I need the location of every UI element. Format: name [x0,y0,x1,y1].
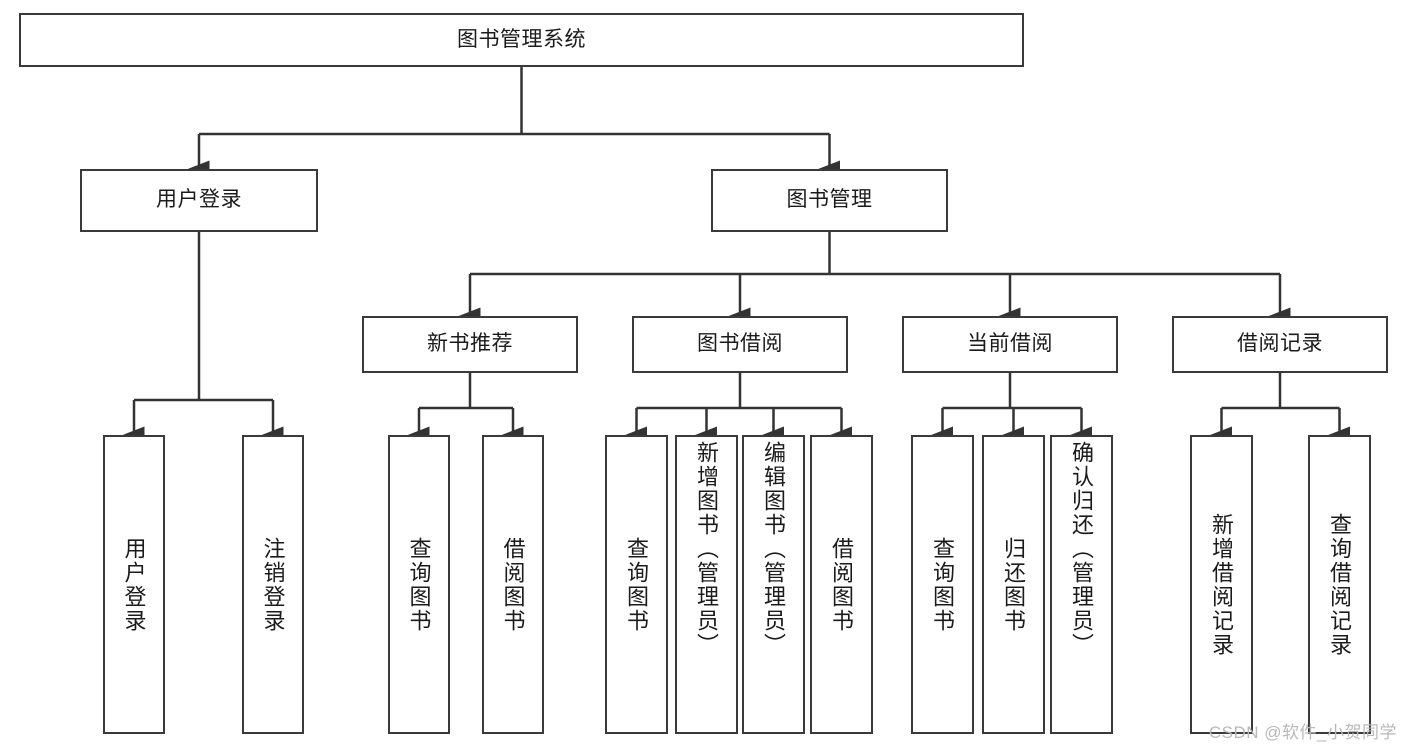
node-label: 借阅记录 [1237,332,1323,356]
node-label: 新增图书（管理员） [694,441,720,657]
node-user-login[interactable]: 用户登录 [80,169,318,232]
node-leaf-query-book-1[interactable]: 查询图书 [388,435,450,734]
node-label: 归还图书 [1001,536,1027,633]
node-label: 注销登录 [260,536,286,633]
node-label: 当前借阅 [967,332,1053,356]
node-leaf-user-login[interactable]: 用户登录 [103,435,165,734]
node-label: 图书借阅 [697,332,783,356]
node-new-book-rec[interactable]: 新书推荐 [362,316,578,373]
node-leaf-borrow-book-2[interactable]: 借阅图书 [810,435,873,734]
node-leaf-confirm-return[interactable]: 确认归还（管理员） [1050,435,1113,734]
node-label: 查询图书 [624,536,650,633]
node-leaf-logout[interactable]: 注销登录 [242,435,304,734]
node-label: 新书推荐 [427,332,513,356]
node-leaf-query-record[interactable]: 查询借阅记录 [1308,435,1371,734]
node-leaf-query-book-3[interactable]: 查询图书 [911,435,974,734]
node-leaf-edit-book[interactable]: 编辑图书（管理员） [742,435,805,734]
node-label: 用户登录 [156,188,242,212]
node-label: 确认归还（管理员） [1069,441,1095,657]
node-label: 新增借阅记录 [1209,512,1235,657]
node-leaf-add-book[interactable]: 新增图书（管理员） [675,435,738,734]
watermark-text: CSDN @软件_小贺同学 [1208,723,1397,742]
node-leaf-add-record[interactable]: 新增借阅记录 [1190,435,1253,734]
node-label: 图书管理系统 [457,27,586,51]
node-book-borrow[interactable]: 图书借阅 [632,316,848,373]
node-label: 编辑图书（管理员） [761,441,787,657]
node-book-manage[interactable]: 图书管理 [711,169,948,232]
node-label: 借阅图书 [829,536,855,633]
node-label: 用户登录 [121,536,147,633]
node-leaf-return-book[interactable]: 归还图书 [982,435,1045,734]
node-label: 图书管理 [786,188,873,212]
node-current-borrow[interactable]: 当前借阅 [902,316,1118,373]
node-leaf-borrow-book-1[interactable]: 借阅图书 [482,435,544,734]
node-label: 借阅图书 [500,536,526,633]
node-label: 查询借阅记录 [1327,512,1353,657]
node-label: 查询图书 [406,536,432,633]
node-leaf-query-book-2[interactable]: 查询图书 [605,435,668,734]
node-root[interactable]: 图书管理系统 [19,13,1024,67]
node-label: 查询图书 [930,536,956,633]
connector-lines [121,67,1350,444]
node-borrow-record[interactable]: 借阅记录 [1172,316,1388,373]
